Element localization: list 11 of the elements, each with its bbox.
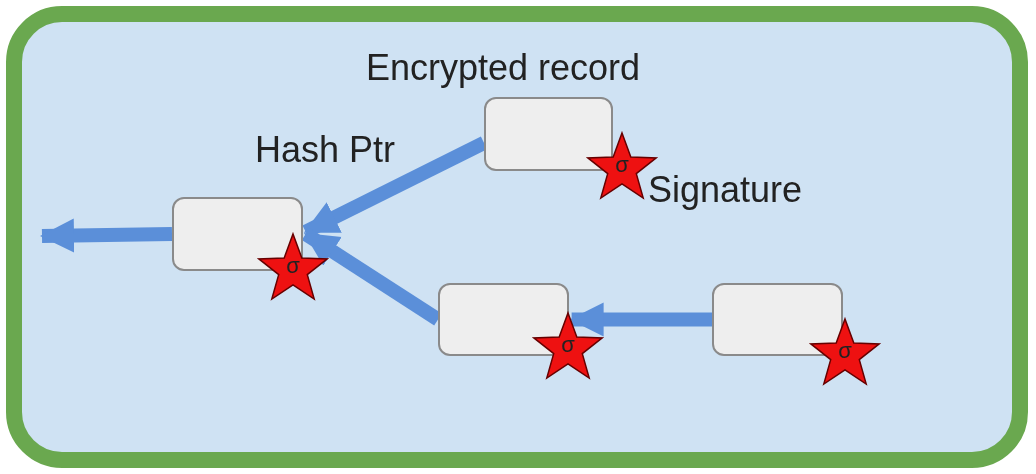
signature-symbol: σ <box>614 153 630 177</box>
annotation-label: Signature <box>648 170 803 210</box>
arrow <box>569 302 712 337</box>
record-box <box>172 197 303 271</box>
signature-symbol: σ <box>837 339 853 363</box>
annotation-label: Encrypted record <box>366 48 641 88</box>
arrow <box>40 218 173 253</box>
signature-symbol: σ <box>560 333 576 357</box>
record-box <box>484 97 613 171</box>
annotation-label: Hash Ptr <box>255 130 396 170</box>
signature-symbol: σ <box>285 254 301 278</box>
